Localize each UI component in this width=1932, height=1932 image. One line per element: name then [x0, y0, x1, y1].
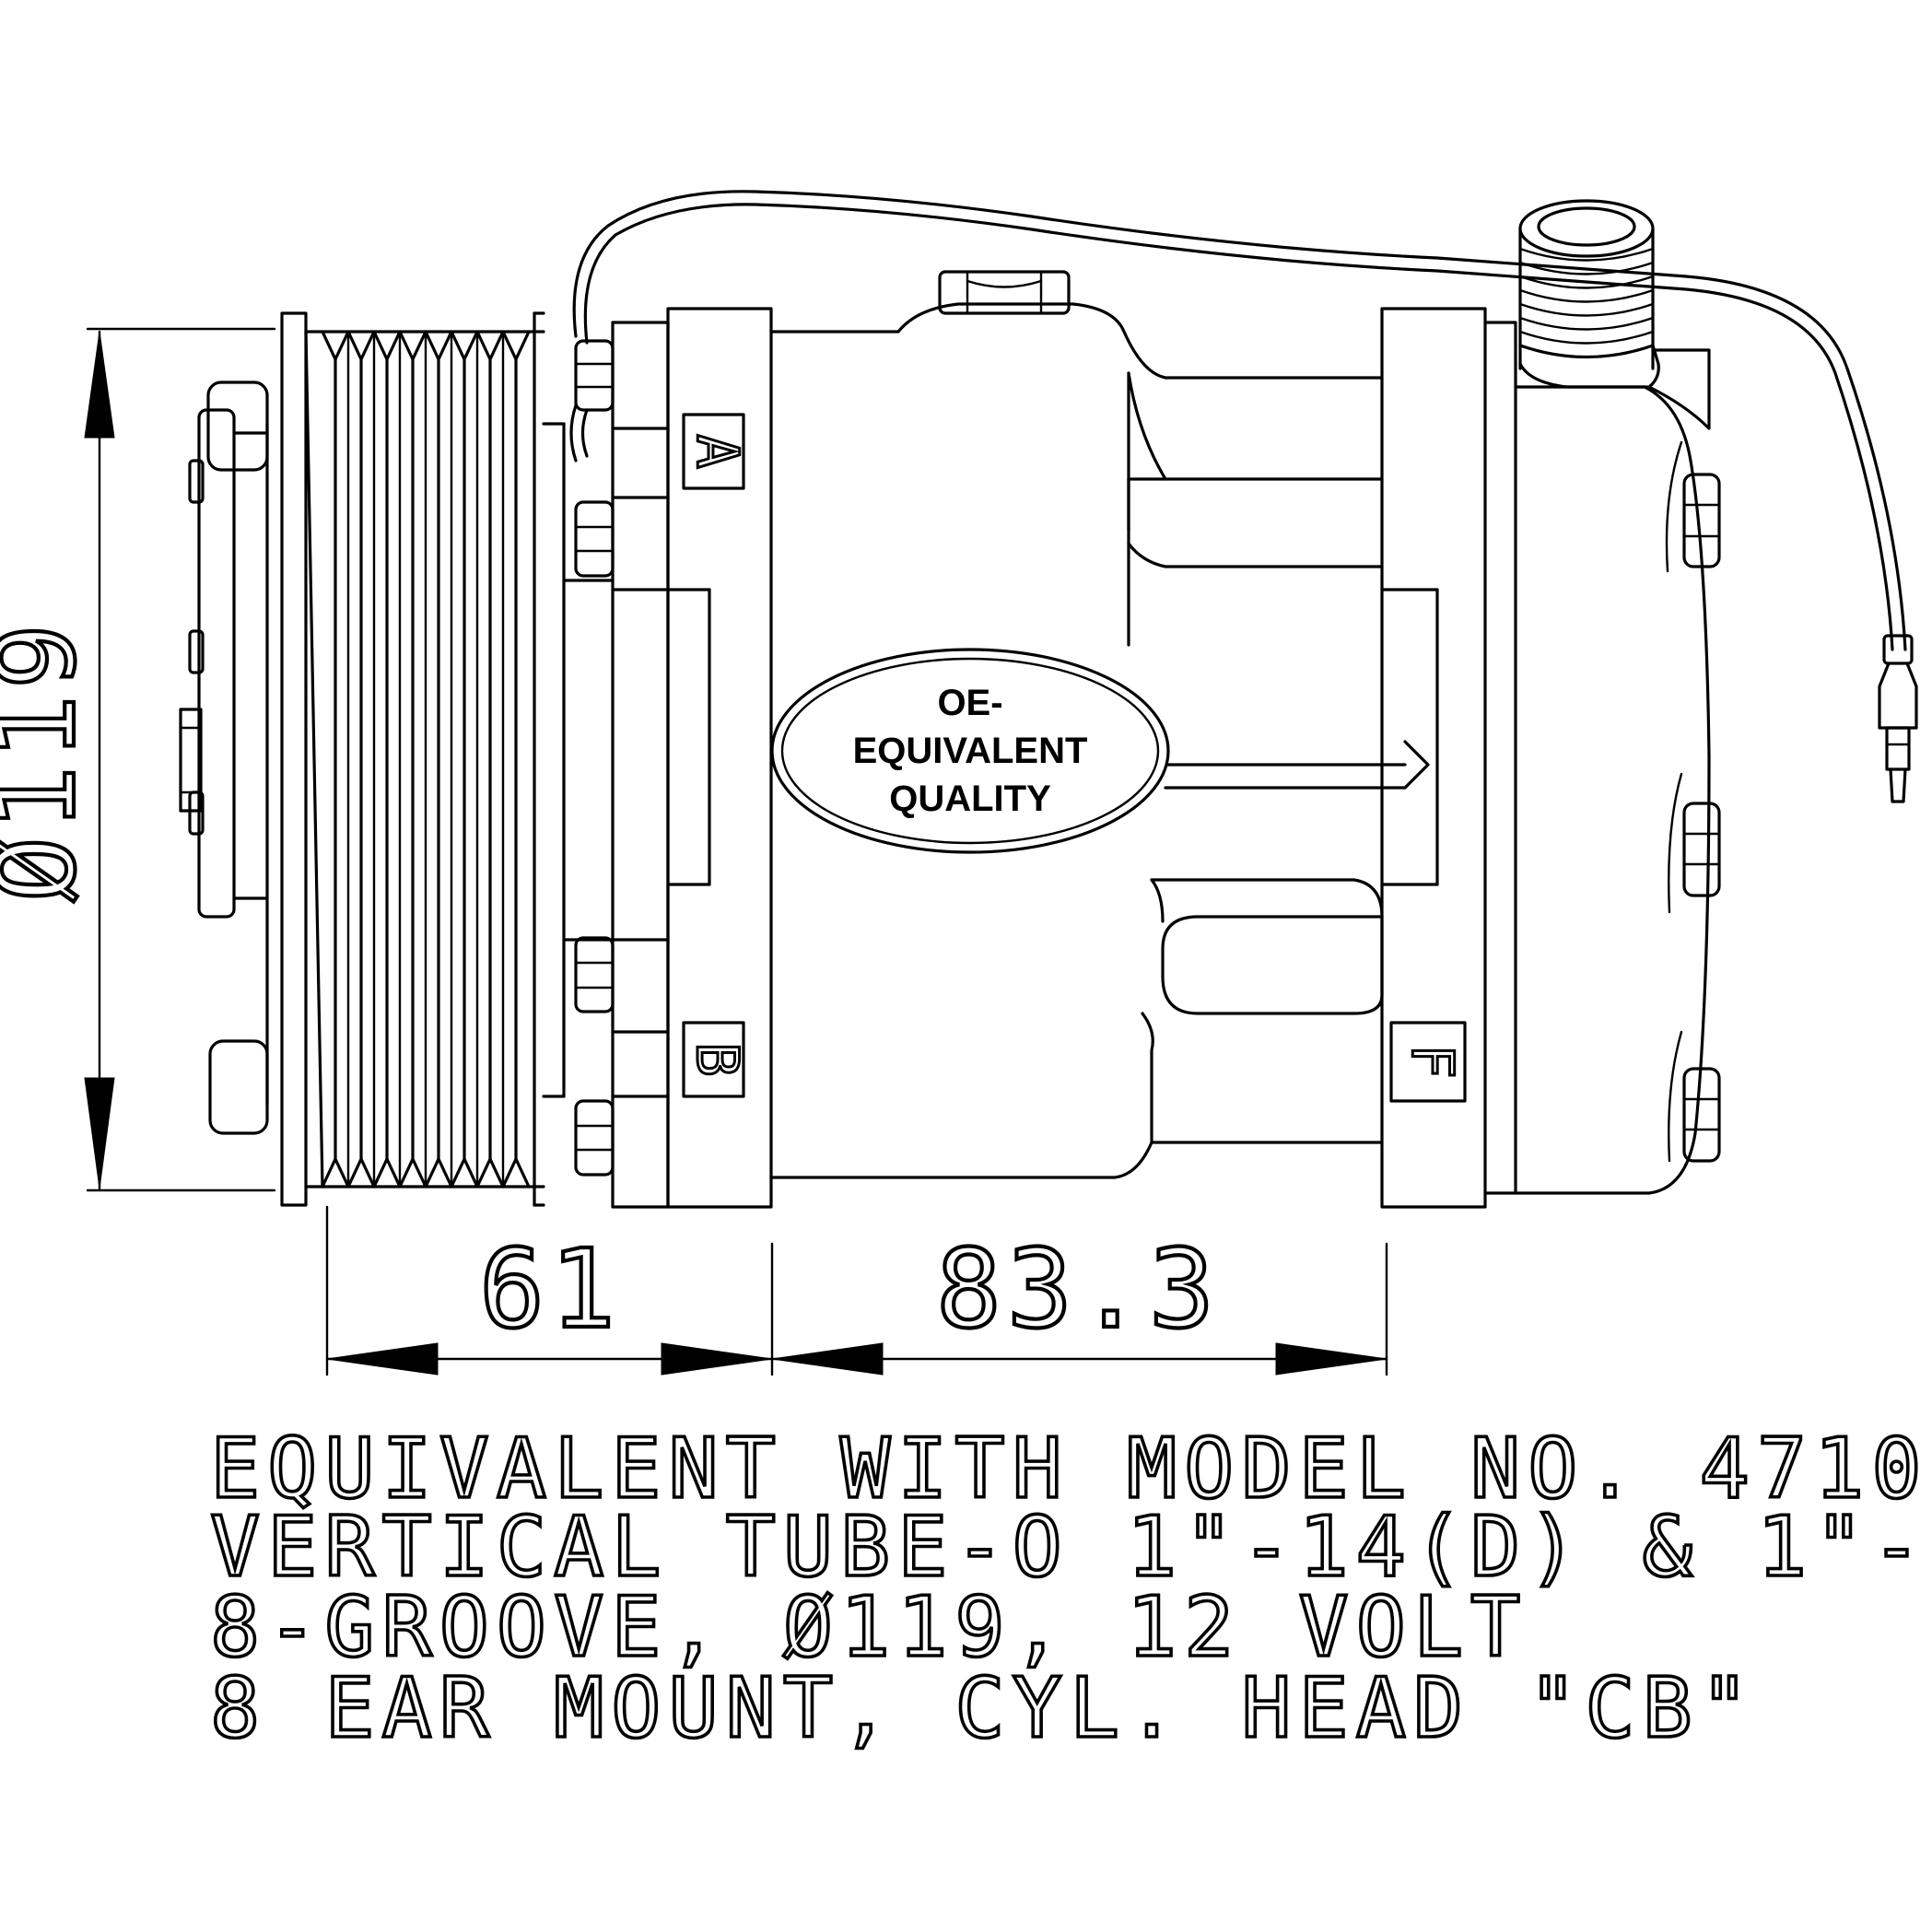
diameter-dimension	[84, 327, 276, 1192]
clutch-hub	[179, 381, 269, 1135]
front-housing	[542, 422, 615, 1098]
flange-label-a: A	[684, 434, 751, 468]
spec-line-4: 8 EAR MOUNT, CYL. HEAD "CB"	[210, 1660, 1757, 1757]
flange-label-b: B	[684, 1042, 751, 1076]
front-flange	[574, 307, 773, 1209]
sensor-wire	[569, 190, 1918, 803]
badge-line-2: EQUIVALENT	[853, 731, 1088, 771]
spec-line-3: 8-GROOVE, Ø119, 12 VOLT	[210, 1579, 1528, 1676]
diameter-label: Ø119	[0, 618, 100, 902]
body-length-label: 83.3	[936, 1225, 1220, 1352]
compressor-body	[769, 270, 1430, 1179]
oe-equivalent-badge	[770, 648, 1170, 854]
length-dimensions	[325, 1205, 1388, 1376]
clutch-length-label: 61	[479, 1225, 621, 1352]
vertical-tube-fitting	[1518, 199, 1711, 430]
badge-line-1: OE-	[937, 683, 1002, 723]
rear-head	[1483, 321, 1721, 1195]
rear-flange	[1380, 307, 1487, 1209]
badge-line-3: QUALITY	[889, 779, 1051, 819]
spec-line-2: VERTICAL TUBE-O 1"-14(D) & 1"-14(S)	[210, 1499, 1932, 1596]
spec-line-1: EQUIVALENT WITH MODEL NO. 4710, 7840	[210, 1421, 1932, 1517]
flange-label-f: F	[1399, 1044, 1466, 1078]
pulley	[280, 311, 545, 1207]
